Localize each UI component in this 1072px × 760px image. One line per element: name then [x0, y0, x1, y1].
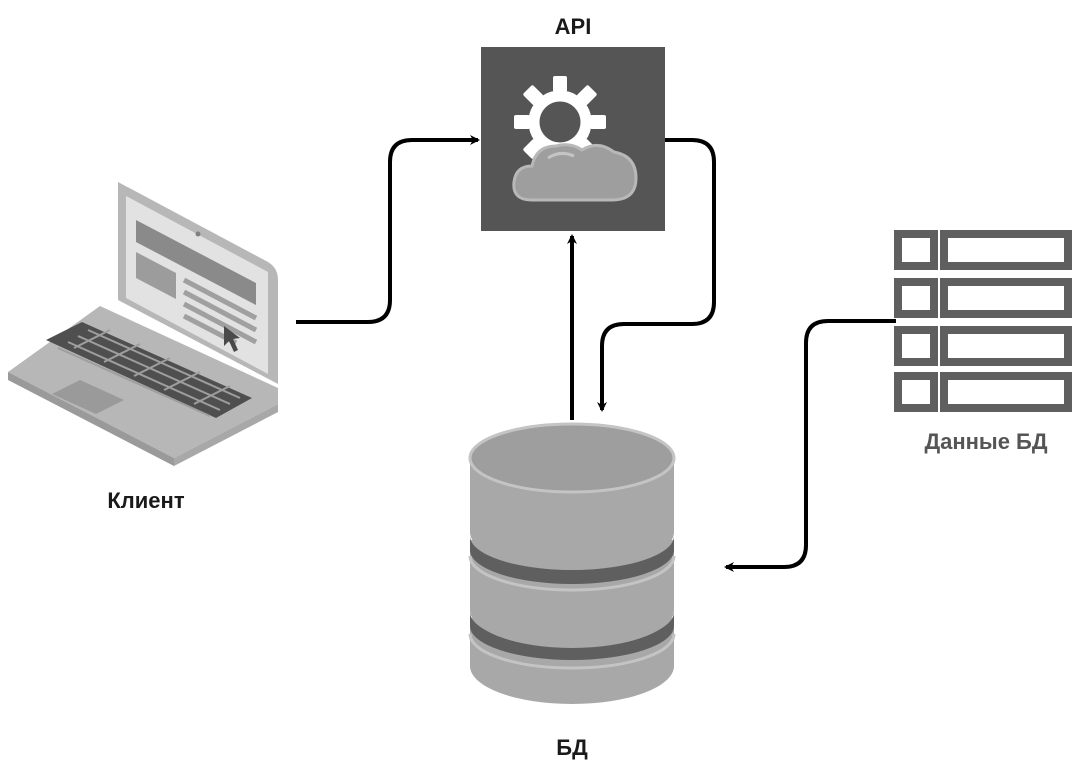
laptop-icon — [8, 182, 278, 466]
db-data-label: Данные БД — [924, 429, 1047, 454]
database-icon — [468, 422, 676, 704]
database-node: БД — [468, 422, 676, 760]
api-label: API — [555, 14, 592, 39]
cloud-gear-icon — [512, 76, 638, 202]
cloud-shape — [512, 143, 638, 202]
db-data-node: Данные БД — [894, 230, 1072, 454]
edge-client-to-api — [296, 135, 480, 324]
table-rows-icon — [894, 230, 1072, 412]
edge-api-to-db — [597, 138, 716, 412]
client-node: Клиент — [8, 182, 278, 513]
database-label: БД — [556, 735, 588, 760]
client-label: Клиент — [107, 488, 184, 513]
api-node: API — [481, 14, 665, 231]
edge-dbdata-to-db — [724, 319, 896, 572]
